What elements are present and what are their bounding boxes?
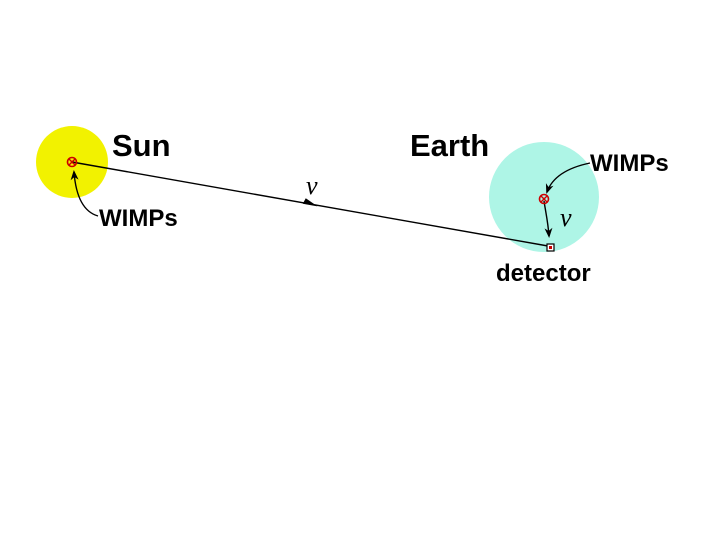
earth-circle [489, 142, 599, 252]
neutrino-earth-label: ν [560, 203, 572, 232]
neutrino-main-label: ν [306, 171, 318, 200]
sun-wimp-cluster-icon [66, 156, 78, 168]
sun-label: Sun [112, 128, 171, 163]
sun-wimps-pointer [70, 170, 99, 217]
earth-wimps-pointer [545, 162, 591, 194]
earth-wimp-cluster-icon [538, 193, 550, 205]
sun-wimps-label: WIMPs [99, 205, 178, 232]
neutrino-path-arrow [302, 198, 318, 207]
earth-label: Earth [410, 128, 489, 163]
detector-label: detector [496, 260, 591, 287]
detector-core [549, 246, 552, 249]
earth-wimps-label: WIMPs [590, 150, 669, 177]
